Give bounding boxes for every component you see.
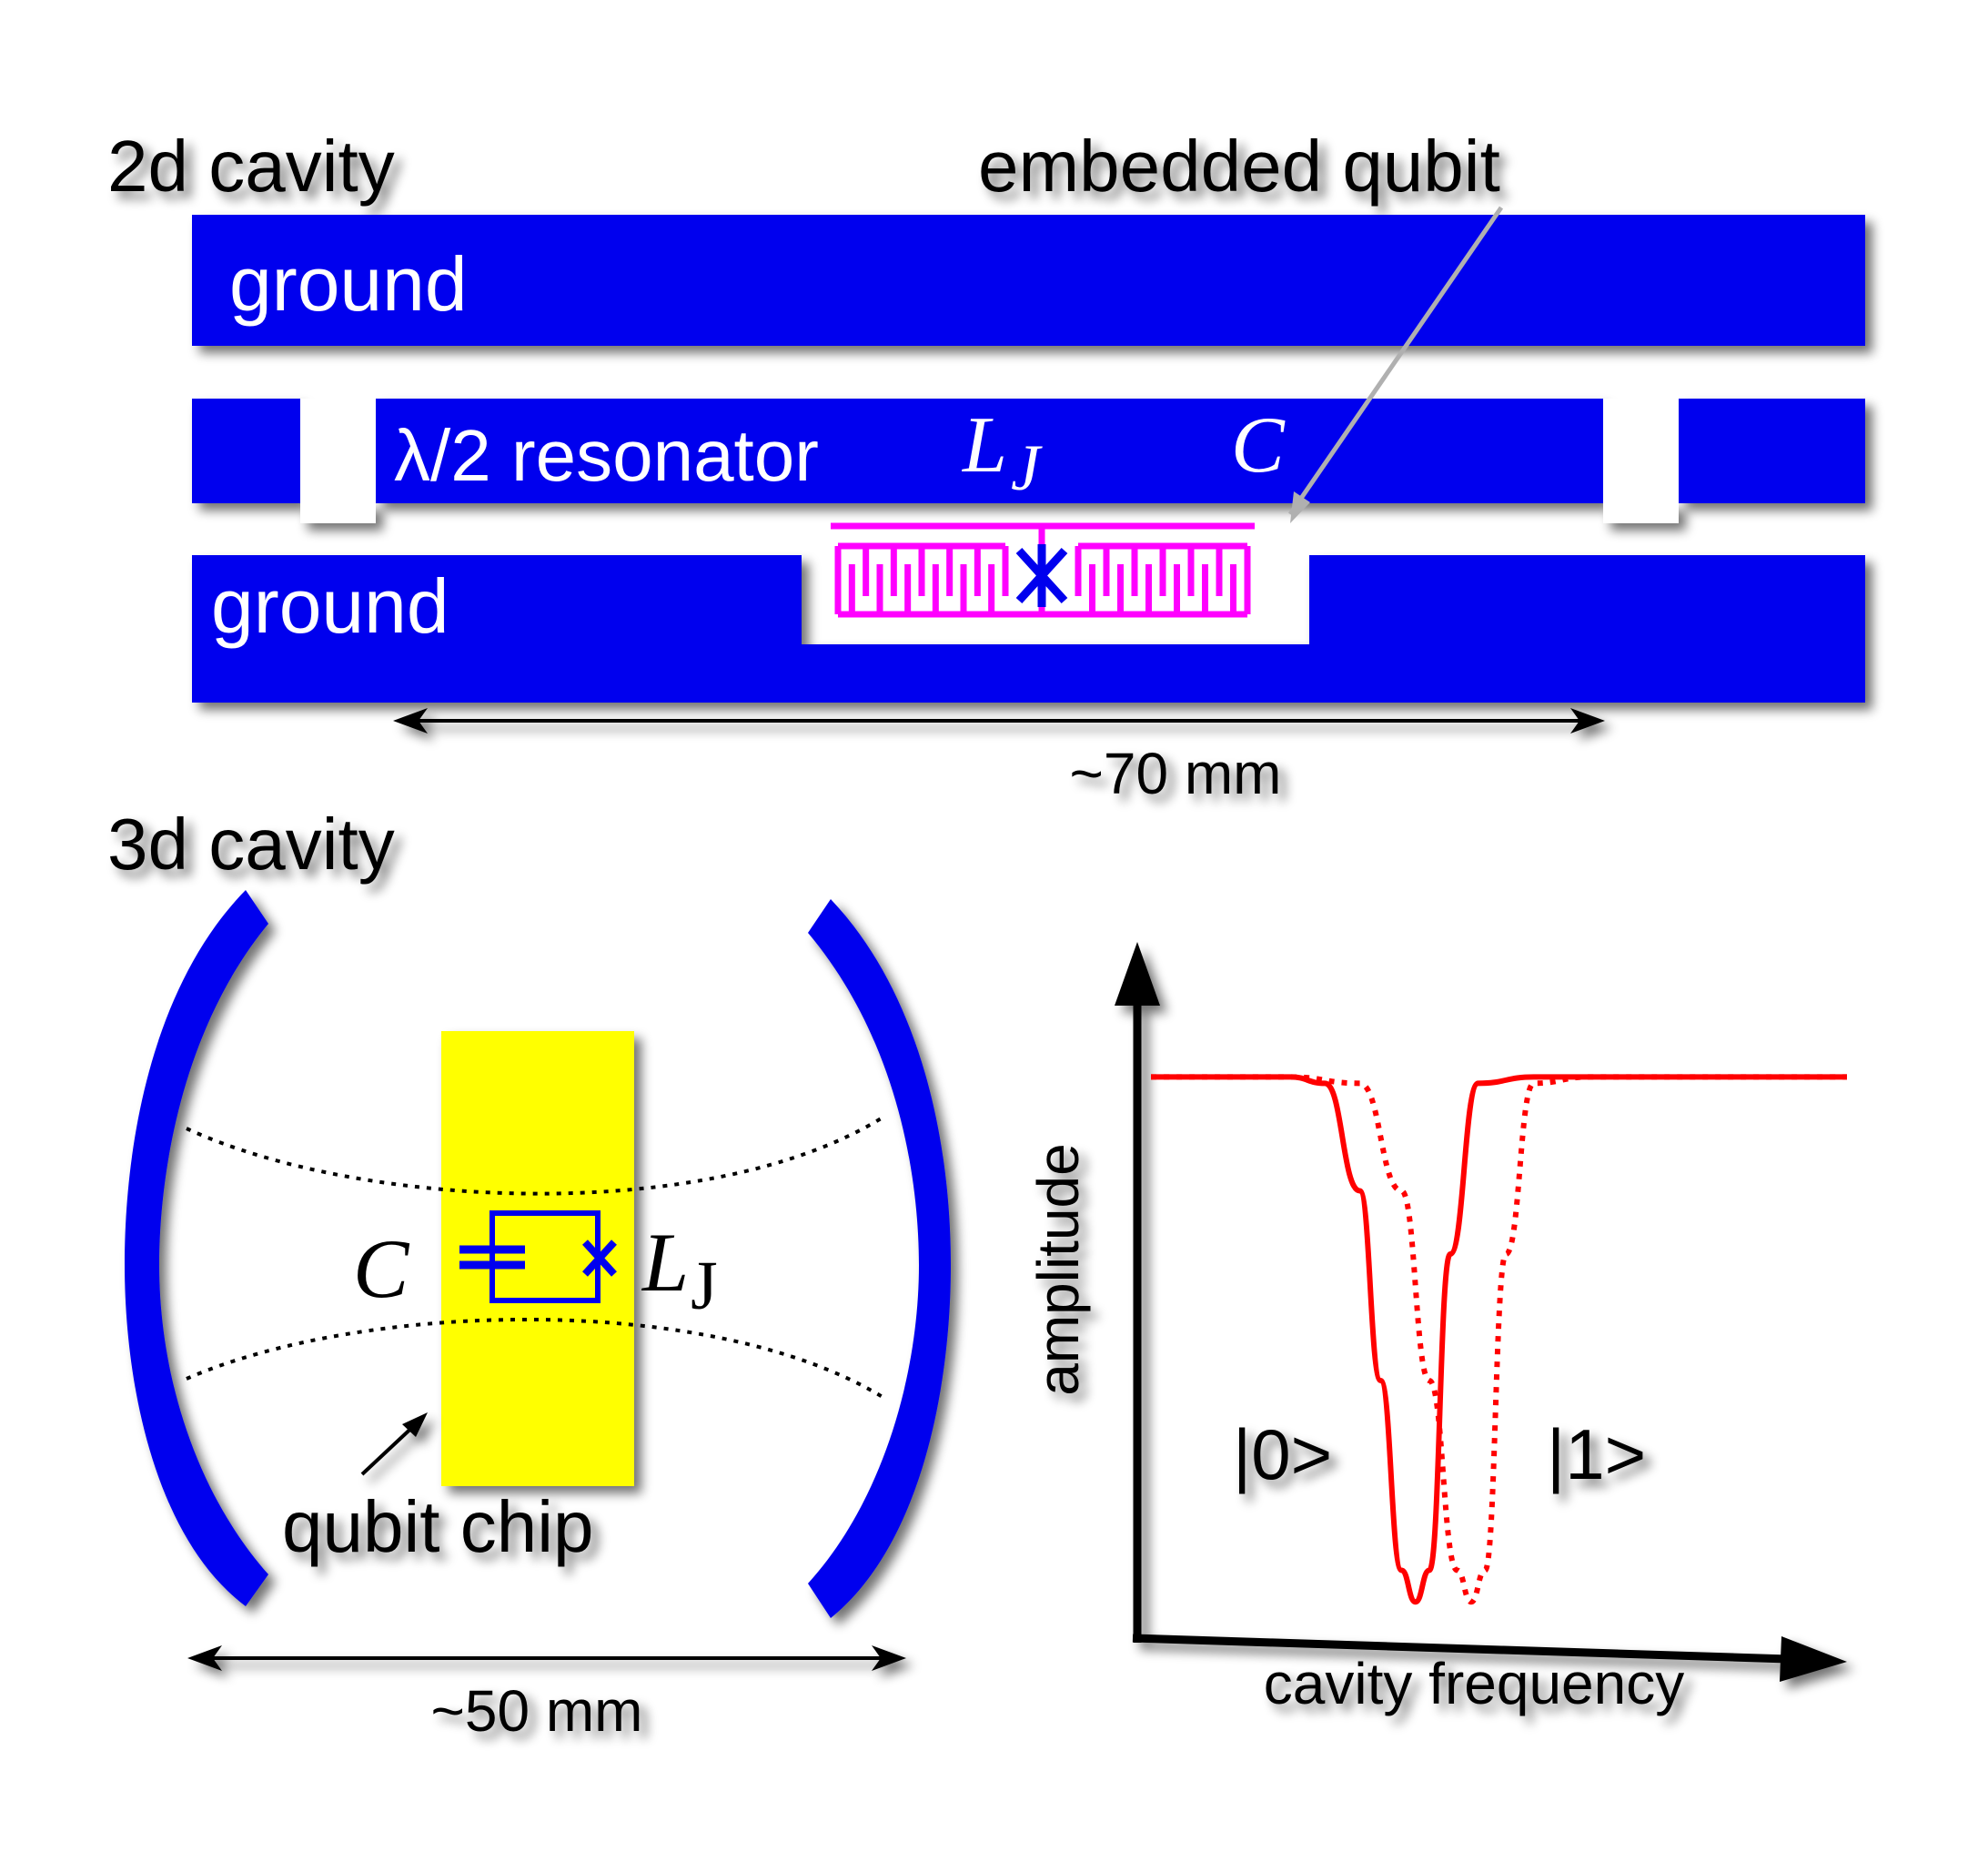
embedded-qubit-label: embedded qubit — [978, 126, 1500, 207]
lj-label-3d-sub: J — [691, 1248, 718, 1324]
dimension-50mm-label: ~50 mm — [431, 1678, 643, 1744]
qubit-chip-arrowhead — [402, 1412, 428, 1437]
state-1-label: |1> — [1547, 1414, 1646, 1494]
amplitude-plot: amplitude cavity frequency |0> |1> — [1025, 942, 1847, 1716]
coupling-gap-right — [1603, 399, 1679, 523]
lj-label-2d: LJ — [961, 401, 1043, 504]
plot-axes — [1115, 942, 1847, 1682]
cavity-mirrors — [125, 890, 951, 1618]
dimension-50mm-arrow-left — [187, 1645, 222, 1671]
title-3d-cavity-group: 3d cavity — [107, 804, 395, 885]
c-label-2d: C — [1231, 401, 1286, 490]
qubit-chip-label: qubit chip — [282, 1486, 593, 1567]
qubit-circuit — [459, 1210, 600, 1303]
qubit-chip-group — [441, 1031, 634, 1486]
qubit-chip-annotation: qubit chip — [282, 1412, 593, 1567]
lj-label-2d-main: L — [961, 401, 1007, 490]
qubit-chip — [441, 1031, 634, 1486]
dimension-70mm-label: ~70 mm — [1070, 741, 1282, 806]
josephson-junction-3d — [582, 1240, 617, 1277]
ground-top-label: ground — [229, 241, 468, 327]
ground-bottom-label: ground — [211, 563, 449, 649]
y-axis-arrowhead — [1115, 942, 1160, 1006]
beam-profile-top — [186, 1116, 884, 1196]
y-axis-label: amplitude — [1025, 1143, 1091, 1396]
x-axis-arrowhead — [1780, 1636, 1847, 1682]
josephson-junction-2d — [1015, 544, 1068, 607]
resonator-label: λ/2 resonator — [394, 415, 819, 496]
dimension-70mm-arrow-right — [1570, 708, 1605, 734]
curve-state-1 — [1151, 1074, 1847, 1605]
lj-label-3d: LJ — [641, 1216, 718, 1324]
dimension-50mm-arrow-right — [872, 1645, 906, 1671]
beam-profile-bottom — [186, 1317, 884, 1399]
ground-plane-bottom — [192, 555, 1865, 703]
mirror-right — [808, 899, 951, 1618]
title-2d-cavity: 2d cavity — [107, 126, 395, 207]
embedded-qubit-arrowhead — [1290, 491, 1310, 523]
state-0-label: |0> — [1233, 1414, 1332, 1494]
c-label-3d: C — [353, 1222, 410, 1315]
x-axis — [1132, 1634, 1789, 1664]
plot-curves — [1151, 1074, 1847, 1605]
plot-labels: amplitude cavity frequency |0> |1> — [1025, 1143, 1684, 1716]
mirror-left — [125, 890, 268, 1606]
lj-label-3d-main: L — [641, 1216, 689, 1309]
ground-plane-top — [192, 215, 1865, 346]
cpw-structure — [192, 215, 1865, 703]
x-axis-label: cavity frequency — [1264, 1651, 1684, 1716]
dimension-50mm-group: ~50 mm — [187, 1645, 906, 1744]
dimension-70mm-group: ~70 mm — [393, 708, 1605, 806]
coupling-gap-left — [300, 399, 376, 523]
lj-label-2d-sub: J — [1011, 431, 1043, 504]
curve-state-0 — [1151, 1074, 1847, 1605]
dimension-70mm-arrow-left — [393, 708, 428, 734]
resonator-strip — [192, 399, 1865, 523]
embedded-qubit-arrow — [1287, 206, 1504, 516]
title-3d-cavity: 3d cavity — [107, 804, 395, 885]
title-2d-cavity-group: 2d cavity embedded qubit — [107, 126, 1500, 207]
